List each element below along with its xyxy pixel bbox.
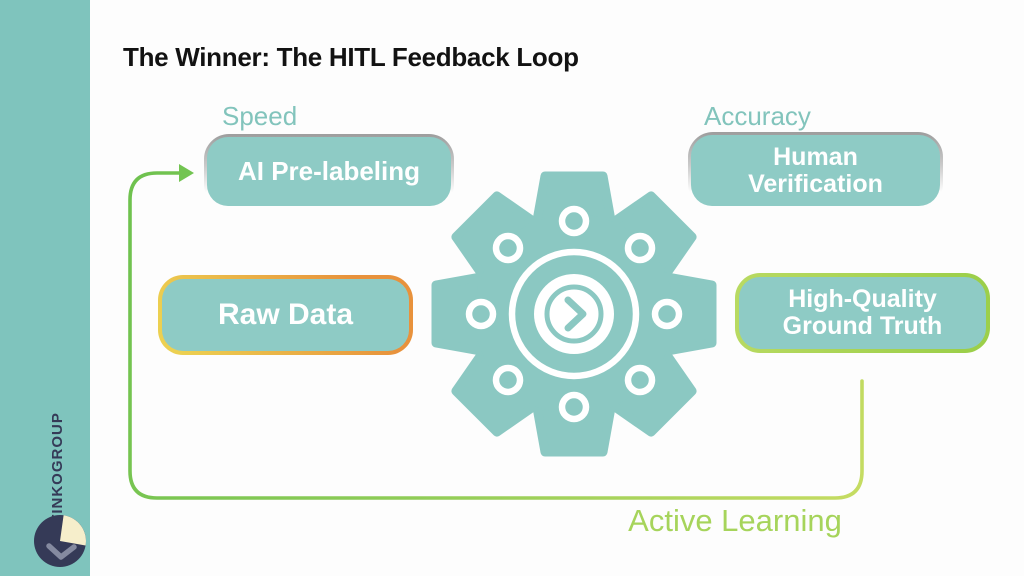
node-ground-truth-line2: Ground Truth bbox=[782, 312, 943, 340]
node-raw-data-label: Raw Data bbox=[217, 298, 354, 331]
node-human-verification-line1: Human bbox=[773, 142, 858, 171]
gear-dot-ring bbox=[465, 205, 683, 423]
active-learning-label: Active Learning bbox=[628, 503, 842, 538]
gear-icon bbox=[431, 171, 717, 457]
node-human-verification: Human Verification bbox=[688, 132, 943, 209]
node-ground-truth: High-Quality Ground Truth bbox=[735, 273, 990, 353]
arrow-head-icon bbox=[179, 164, 194, 182]
tinkogroup-logo-icon bbox=[34, 515, 86, 567]
page-title: The Winner: The HITL Feedback Loop bbox=[123, 42, 579, 72]
node-ground-truth-line1: High-Quality bbox=[788, 285, 937, 313]
node-human-verification-line2: Verification bbox=[748, 169, 883, 198]
speed-label: Speed bbox=[222, 101, 298, 131]
node-raw-data: Raw Data bbox=[158, 275, 413, 355]
accuracy-label: Accuracy bbox=[704, 101, 811, 131]
chevron-right-icon bbox=[564, 296, 587, 332]
node-ai-prelabeling-label: AI Pre-labeling bbox=[237, 156, 421, 186]
brand-sidebar bbox=[0, 0, 90, 576]
node-ai-prelabeling: AI Pre-labeling bbox=[204, 134, 454, 209]
